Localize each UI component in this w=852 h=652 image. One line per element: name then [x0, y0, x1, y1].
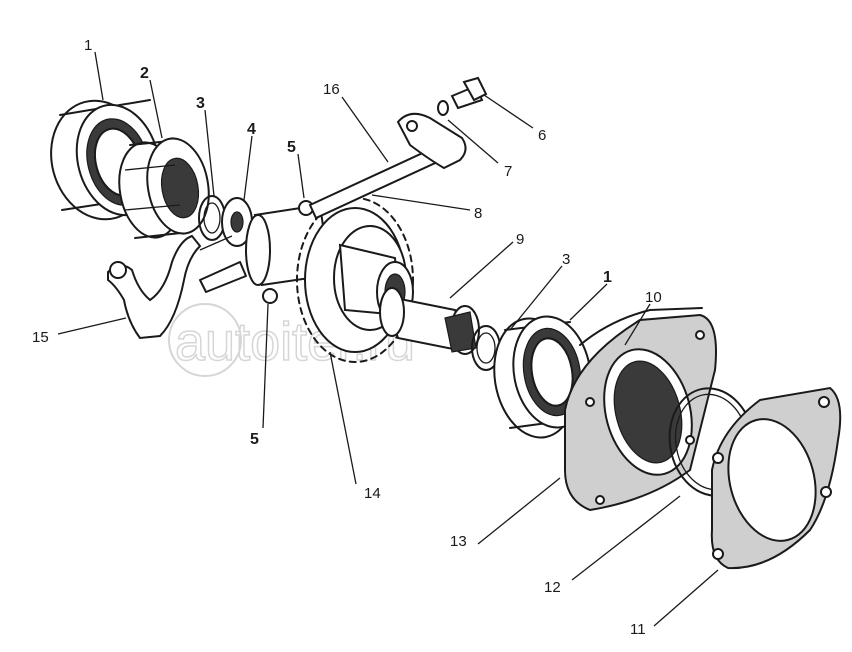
callout-5-upper: 5 [287, 139, 296, 156]
callout-3-right: 3 [562, 251, 570, 268]
bearing-sleeve [118, 137, 210, 239]
thrust-washer [221, 197, 253, 247]
callout-1-right: 1 [603, 269, 612, 286]
callout-6: 6 [538, 127, 546, 144]
callout-2: 2 [140, 65, 149, 82]
callout-8: 8 [474, 205, 482, 222]
callout-16: 16 [323, 81, 340, 98]
callout-5-lower: 5 [250, 431, 259, 448]
bolt [450, 76, 488, 110]
callout-4: 4 [247, 121, 256, 138]
housing-gasket [710, 386, 842, 570]
callout-14: 14 [364, 485, 381, 502]
callout-10: 10 [645, 289, 662, 306]
callout-13: 13 [450, 533, 467, 550]
callout-15: 15 [32, 329, 49, 346]
callout-3: 3 [196, 95, 205, 112]
shift-fork [107, 234, 247, 340]
gear-axle [308, 112, 467, 220]
bushing-shaft [379, 287, 480, 355]
callouts: 1 2 3 4 5 16 6 7 8 9 3 1 10 15 5 14 13 1… [32, 37, 662, 638]
lock-washer [437, 100, 449, 116]
callout-1: 1 [84, 37, 92, 54]
locking-ball-lower [262, 288, 278, 304]
housing-shim [579, 307, 703, 346]
callout-12: 12 [544, 579, 561, 596]
callout-9: 9 [516, 231, 524, 248]
leader-lines [57, 51, 719, 627]
callout-11: 11 [630, 621, 646, 638]
callout-7: 7 [504, 163, 512, 180]
